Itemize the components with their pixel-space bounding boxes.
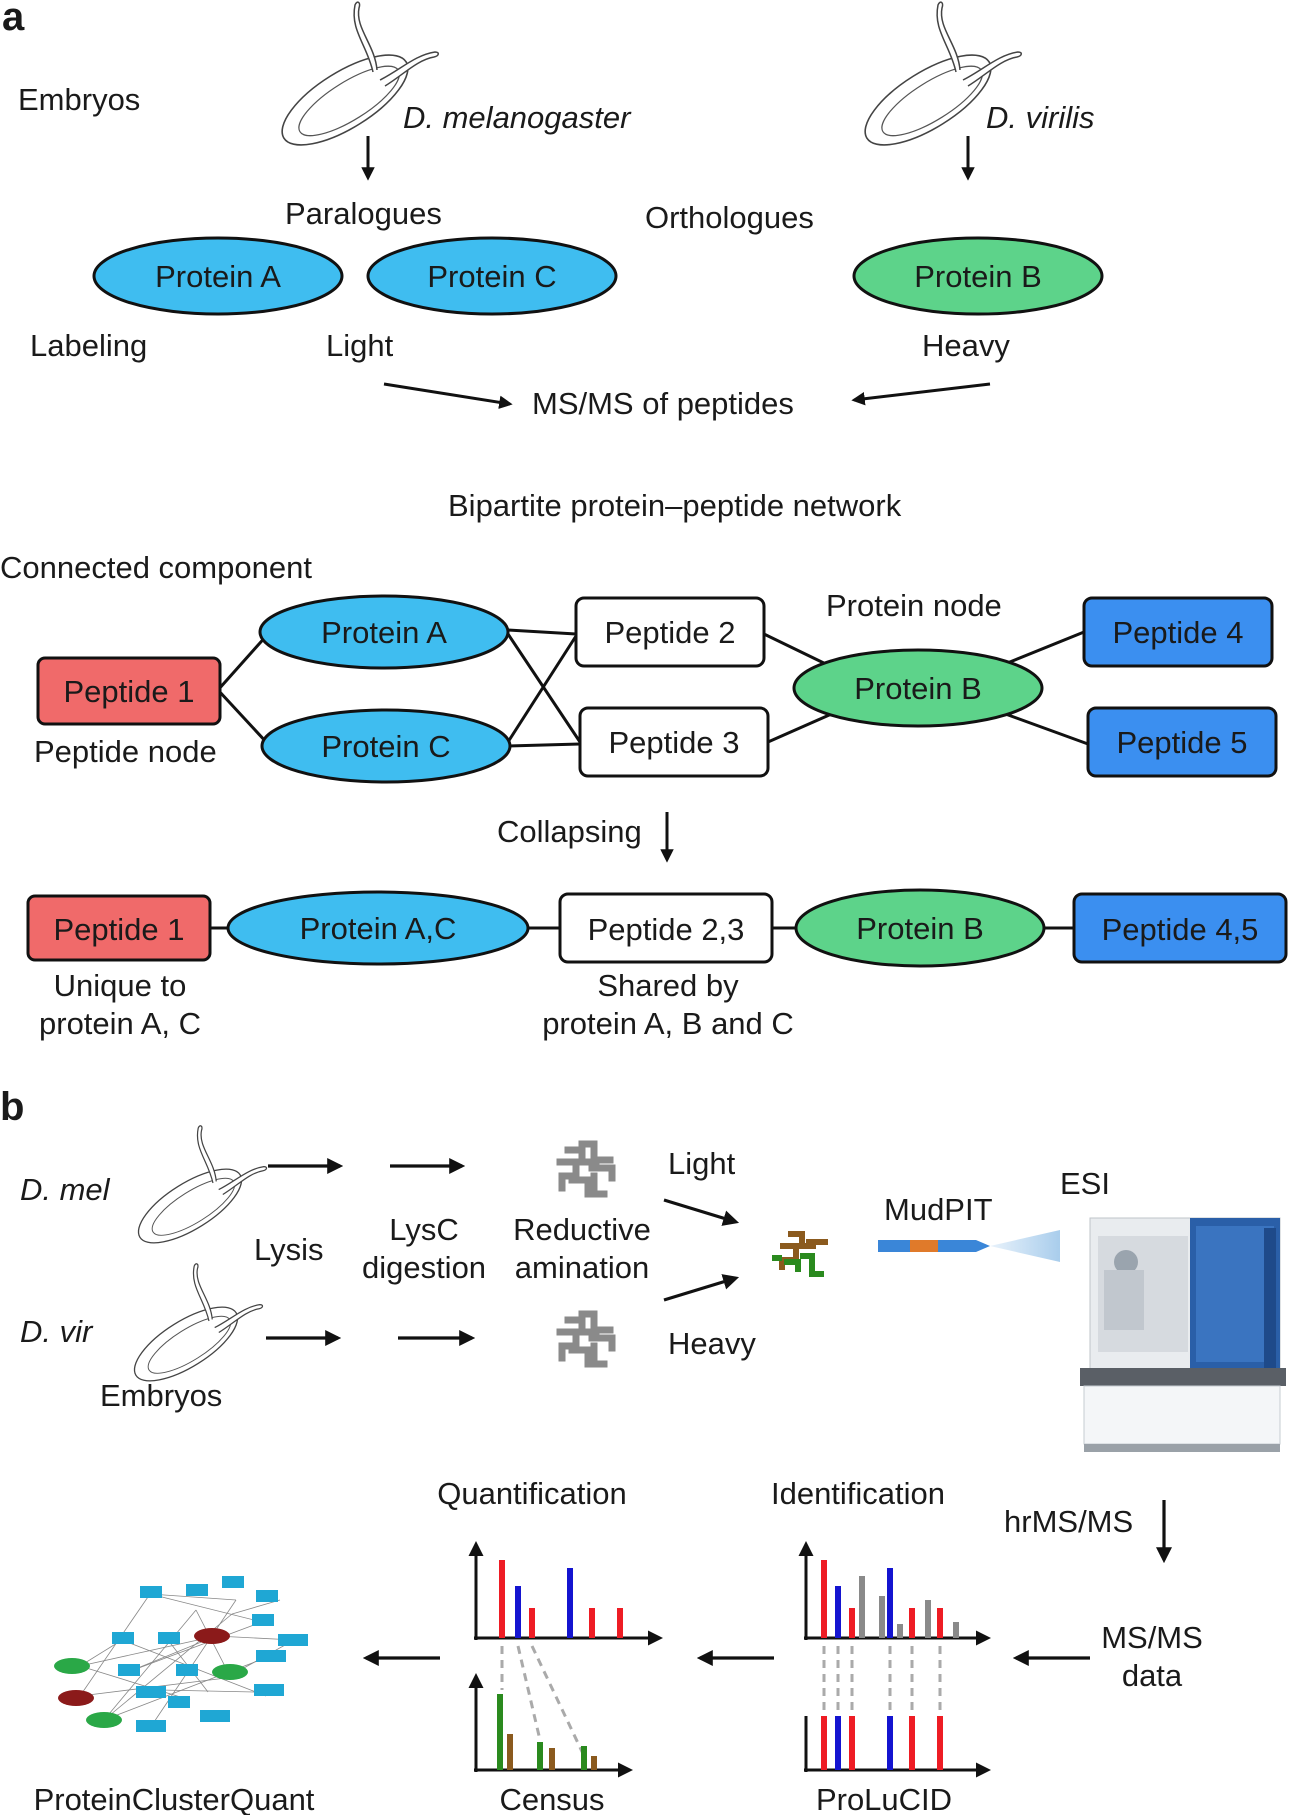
peptide-5-label: Peptide 5 xyxy=(1117,725,1248,760)
protein-b-node xyxy=(852,236,1104,316)
peptide-4-label: Peptide 4 xyxy=(1113,615,1244,650)
peptide-cluster-icon xyxy=(560,1144,612,1194)
species-virilis: D. virilis xyxy=(986,100,1095,135)
census-spectrum xyxy=(468,1673,633,1778)
peptide-node-label: Peptide node xyxy=(34,734,217,769)
peptide-4-node xyxy=(1082,596,1274,668)
collapsed-peptide-23-label: Peptide 2,3 xyxy=(588,912,745,947)
msms-data-line1: MS/MS xyxy=(1101,1620,1203,1655)
network-graph-icon xyxy=(54,1576,308,1732)
collapsing-label: Collapsing xyxy=(497,814,642,849)
net-protein-c-node xyxy=(260,708,512,784)
collapsed-peptide-23-node xyxy=(558,892,774,964)
prolucid-spectrum xyxy=(804,1716,991,1778)
embryos-label-a: Embryos xyxy=(18,82,140,117)
reductive-line2: amination xyxy=(515,1250,649,1285)
d-mel-label: D. mel xyxy=(20,1172,111,1207)
protein-c-node xyxy=(366,236,618,316)
census-dashed-links xyxy=(500,1645,588,1761)
esi-label: ESI xyxy=(1060,1166,1110,1201)
identification-label: Identification xyxy=(771,1476,945,1511)
d-vir-label: D. vir xyxy=(20,1314,94,1349)
mudpit-label: MudPIT xyxy=(884,1192,993,1227)
census-label: Census xyxy=(499,1782,604,1815)
panel-b-letter: b xyxy=(0,1085,24,1129)
unique-to-line1: Unique to xyxy=(54,968,187,1003)
paralogues-label: Paralogues xyxy=(285,196,442,231)
protein-node-label: Protein node xyxy=(826,588,1002,623)
workflow-arrows xyxy=(266,1158,740,1346)
peptide-cluster-icon xyxy=(560,1314,612,1364)
identification-spectrum xyxy=(798,1541,991,1646)
quantification-spectrum xyxy=(468,1541,663,1646)
mixed-peptide-cluster-icon xyxy=(772,1231,828,1277)
species-melanogaster: D. melanogaster xyxy=(403,100,632,135)
quantification-label: Quantification xyxy=(437,1476,627,1511)
lysc-line2: digestion xyxy=(362,1250,486,1285)
protein-c-label: Protein C xyxy=(427,259,556,294)
hrmsms-label: hrMS/MS xyxy=(1004,1504,1133,1539)
protein-a-label: Protein A xyxy=(155,259,281,294)
light-label-a: Light xyxy=(326,328,394,363)
heavy-label-b: Heavy xyxy=(668,1326,756,1361)
shared-by-line2: protein A, B and C xyxy=(542,1006,794,1041)
mass-spectrometer-icon xyxy=(1080,1217,1286,1452)
peptide-3-node xyxy=(578,706,770,778)
network-title: Bipartite protein–peptide network xyxy=(448,488,902,523)
net-protein-c-label: Protein C xyxy=(321,729,450,764)
arrow-light-to-msms xyxy=(383,382,513,409)
collapsed-protein-ac-node xyxy=(226,890,530,966)
collapsed-protein-b-label: Protein B xyxy=(856,911,984,946)
collapsed-peptide-45-label: Peptide 4,5 xyxy=(1102,912,1259,947)
lysis-label: Lysis xyxy=(254,1232,323,1267)
orthologues-label: Orthologues xyxy=(645,200,814,235)
protein-a-node xyxy=(92,236,344,316)
peptide-1-node xyxy=(36,656,222,726)
network-edges xyxy=(216,628,1089,748)
net-protein-a-label: Protein A xyxy=(321,615,447,650)
arrow-heavy-to-msms xyxy=(851,382,991,406)
proteinclusterquant-label: ProteinClusterQuant xyxy=(34,1782,315,1815)
fruit-fly-embryo-icon xyxy=(123,1263,264,1396)
lysc-line1: LysC xyxy=(389,1212,458,1247)
collapsed-protein-ac-label: Protein A,C xyxy=(300,911,457,946)
peptide-2-label: Peptide 2 xyxy=(605,615,736,650)
peptide-2-node xyxy=(574,596,766,668)
protein-b-label: Protein B xyxy=(914,259,1042,294)
peptide-3-label: Peptide 3 xyxy=(609,725,740,760)
net-protein-b-label: Protein B xyxy=(854,671,982,706)
embryos-label-b: Embryos xyxy=(100,1378,222,1413)
collapsed-peptide-1-label: Peptide 1 xyxy=(54,912,185,947)
net-protein-a-node xyxy=(258,594,510,670)
connected-component-label: Connected component xyxy=(0,550,312,585)
mudpit-column-icon xyxy=(878,1230,1060,1262)
heavy-label-a: Heavy xyxy=(922,328,1010,363)
msms-data-line2: data xyxy=(1122,1658,1183,1693)
collapsed-protein-b-node xyxy=(794,888,1046,968)
prolucid-label: ProLuCID xyxy=(816,1782,952,1815)
fruit-fly-embryo-icon xyxy=(851,1,1023,163)
collapsed-peptide-1-node xyxy=(26,894,212,962)
shared-by-line1: Shared by xyxy=(597,968,739,1003)
peptide-5-node xyxy=(1086,706,1278,778)
unique-to-line2: protein A, C xyxy=(39,1006,201,1041)
prolucid-dashed-links xyxy=(822,1646,942,1710)
net-protein-b-node xyxy=(792,648,1044,728)
peptide-1-label: Peptide 1 xyxy=(64,674,195,709)
light-label-b: Light xyxy=(668,1146,736,1181)
labeling-label: Labeling xyxy=(30,328,147,363)
collapsed-peptide-45-node xyxy=(1072,892,1288,964)
fruit-fly-embryo-icon xyxy=(127,1125,268,1258)
reductive-line1: Reductive xyxy=(513,1212,651,1247)
fruit-fly-embryo-icon xyxy=(268,1,440,163)
msms-peptides-label: MS/MS of peptides xyxy=(532,386,794,421)
panel-a-letter: a xyxy=(2,0,25,39)
